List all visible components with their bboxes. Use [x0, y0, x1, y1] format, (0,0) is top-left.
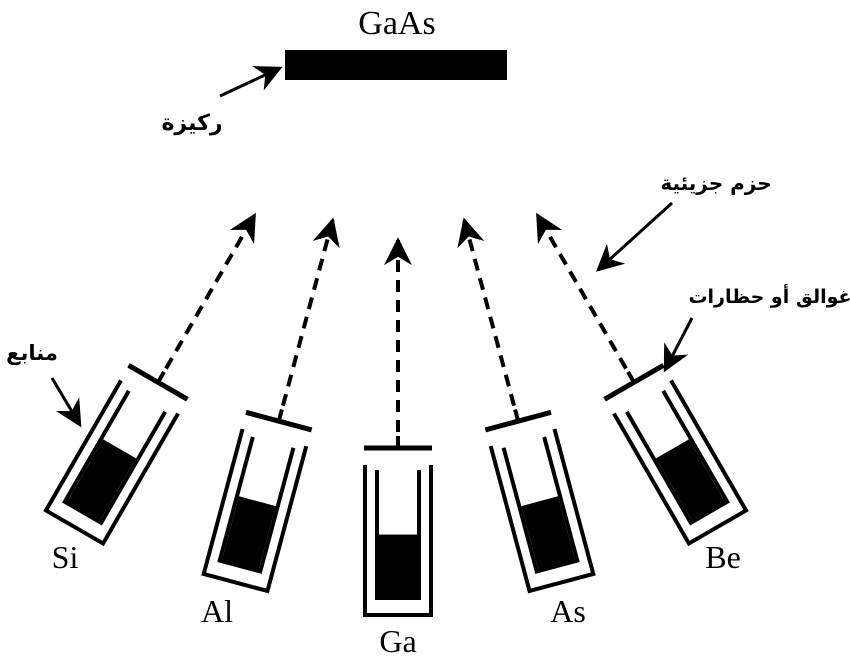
- substrate: [285, 50, 507, 80]
- shutter-stem: [626, 370, 636, 384]
- source-label-as: As: [550, 593, 586, 629]
- source-charge: [66, 439, 137, 522]
- shutter-stem: [156, 370, 166, 384]
- shutter-stem: [513, 409, 521, 422]
- sources-label: منابع: [6, 341, 58, 365]
- molecular-beam: [281, 217, 340, 407]
- crucible-outer: [201, 428, 309, 594]
- source-charge: [221, 496, 276, 571]
- shutters-pointer-arrow: [663, 317, 694, 373]
- source-charge: [655, 439, 726, 522]
- crucible-inner: [62, 389, 167, 526]
- source-charge: [521, 496, 576, 571]
- substrate-pointer-arrow: [219, 66, 283, 98]
- shutters-label: غوالق أو حظارات: [688, 284, 850, 308]
- source-label-ga: Ga: [379, 623, 416, 657]
- sources-pointer-arrow: [50, 377, 82, 428]
- source-cell-al: [201, 217, 340, 594]
- crucible-inner: [625, 389, 730, 526]
- source-charge: [379, 534, 417, 598]
- crucible-outer: [43, 379, 180, 547]
- molecular-beams-label: حزم جزيئية: [660, 171, 771, 195]
- crucible-outer: [612, 379, 749, 547]
- source-label-al: Al: [201, 593, 233, 629]
- shutter-stem: [276, 409, 284, 422]
- shutter: [484, 409, 552, 433]
- molecular-beam: [535, 212, 628, 370]
- source-cell-si: [43, 212, 257, 547]
- crucible-outer: [363, 465, 433, 617]
- source-cell-be: [535, 212, 749, 547]
- substrate-label: ركيزة: [161, 111, 222, 136]
- source-label-be: Be: [705, 539, 741, 575]
- crucible-outer: [488, 428, 596, 594]
- source-cell-as: [457, 217, 596, 594]
- molecular-beam: [457, 217, 516, 407]
- shutter: [245, 409, 313, 433]
- beams-pointer-arrow: [595, 201, 674, 272]
- molecular-beam: [164, 212, 257, 370]
- substrate-material-label: GaAs: [358, 5, 435, 42]
- source-label-si: Si: [52, 539, 79, 575]
- source-cell-ga: [363, 237, 433, 617]
